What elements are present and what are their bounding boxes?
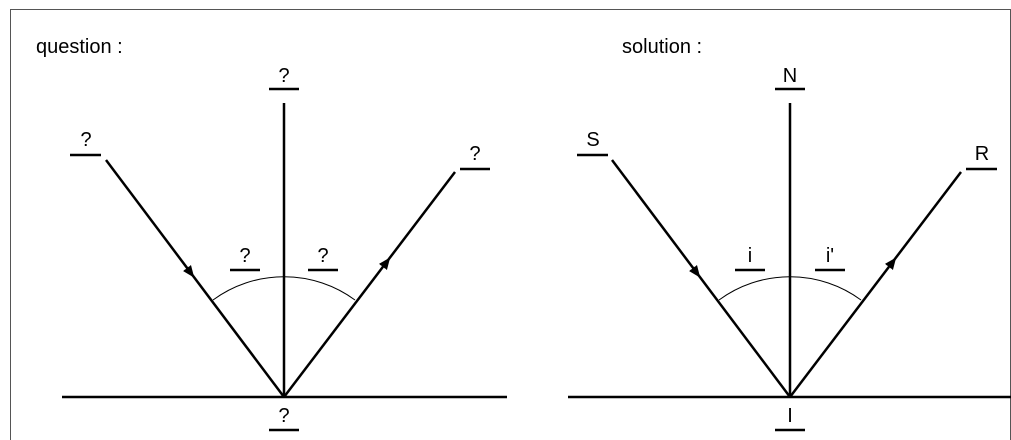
point-label-group: ? xyxy=(269,405,299,432)
angle-right-label: ? xyxy=(317,245,328,267)
reflected-label-group: R xyxy=(966,143,997,171)
normal-label: N xyxy=(783,65,797,87)
angle-right-label-group: i' xyxy=(815,245,845,272)
angle-right-label-group: ? xyxy=(308,245,338,272)
normal-label: ? xyxy=(278,65,289,87)
point-label-group: I xyxy=(775,405,805,432)
source-label: ? xyxy=(80,129,91,151)
angle-right-label: i' xyxy=(826,245,834,267)
question-panel: question : ? ? ? ? ? xyxy=(36,36,507,432)
angle-left-label: ? xyxy=(239,245,250,267)
incident-ray xyxy=(611,159,791,398)
normal-label-group: N xyxy=(775,65,805,91)
angle-arc xyxy=(718,276,862,301)
source-label-group: S xyxy=(577,129,608,157)
reflected-label-group: ? xyxy=(460,143,490,171)
point-label: ? xyxy=(278,405,289,427)
source-label-group: ? xyxy=(70,129,101,157)
normal-label-group: ? xyxy=(269,65,299,91)
question-panel-title: question : xyxy=(36,36,123,58)
reflected-ray xyxy=(283,171,456,398)
reflected-ray xyxy=(789,171,962,398)
angle-left-label-group: ? xyxy=(230,245,260,272)
point-label: I xyxy=(787,405,793,427)
reflected-label: R xyxy=(975,143,989,165)
angle-arc xyxy=(212,276,356,301)
figure-frame xyxy=(10,9,1011,440)
angle-left-label: i xyxy=(748,245,752,267)
solution-panel: solution : N S R i i' xyxy=(568,36,1011,432)
solution-panel-title: solution : xyxy=(622,36,702,58)
incident-ray xyxy=(105,159,285,398)
source-label: S xyxy=(586,129,599,151)
reflected-label: ? xyxy=(469,143,480,165)
angle-left-label-group: i xyxy=(735,245,765,272)
